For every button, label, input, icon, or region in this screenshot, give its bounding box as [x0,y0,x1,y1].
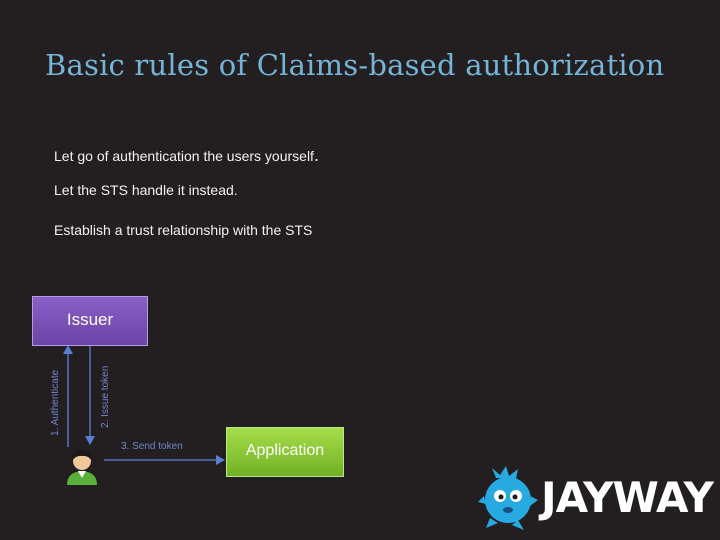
slide-title: Basic rules of Claims-based authorizatio… [45,48,665,82]
send-token-label: 3. Send token [121,441,183,452]
bullet-2: Let the STS handle it instead. [54,182,238,198]
bullet-3: Establish a trust relationship with the … [54,222,313,238]
jayway-wordmark: JAYWAY [541,473,714,522]
jayway-logo [478,466,538,530]
issue-token-label: 2. Issue token [100,365,111,428]
application-box: Application [226,427,344,477]
mascot-icon [478,466,538,530]
bullet-1: Let go of authentication the users yours… [54,145,319,166]
authenticate-label: 1. Authenticate [50,369,61,436]
user-icon [67,450,97,485]
issuer-box: Issuer [32,296,148,346]
bullet-1-text: Let go of authentication the users yours… [54,148,314,164]
bullet-1-period: . [313,145,319,165]
